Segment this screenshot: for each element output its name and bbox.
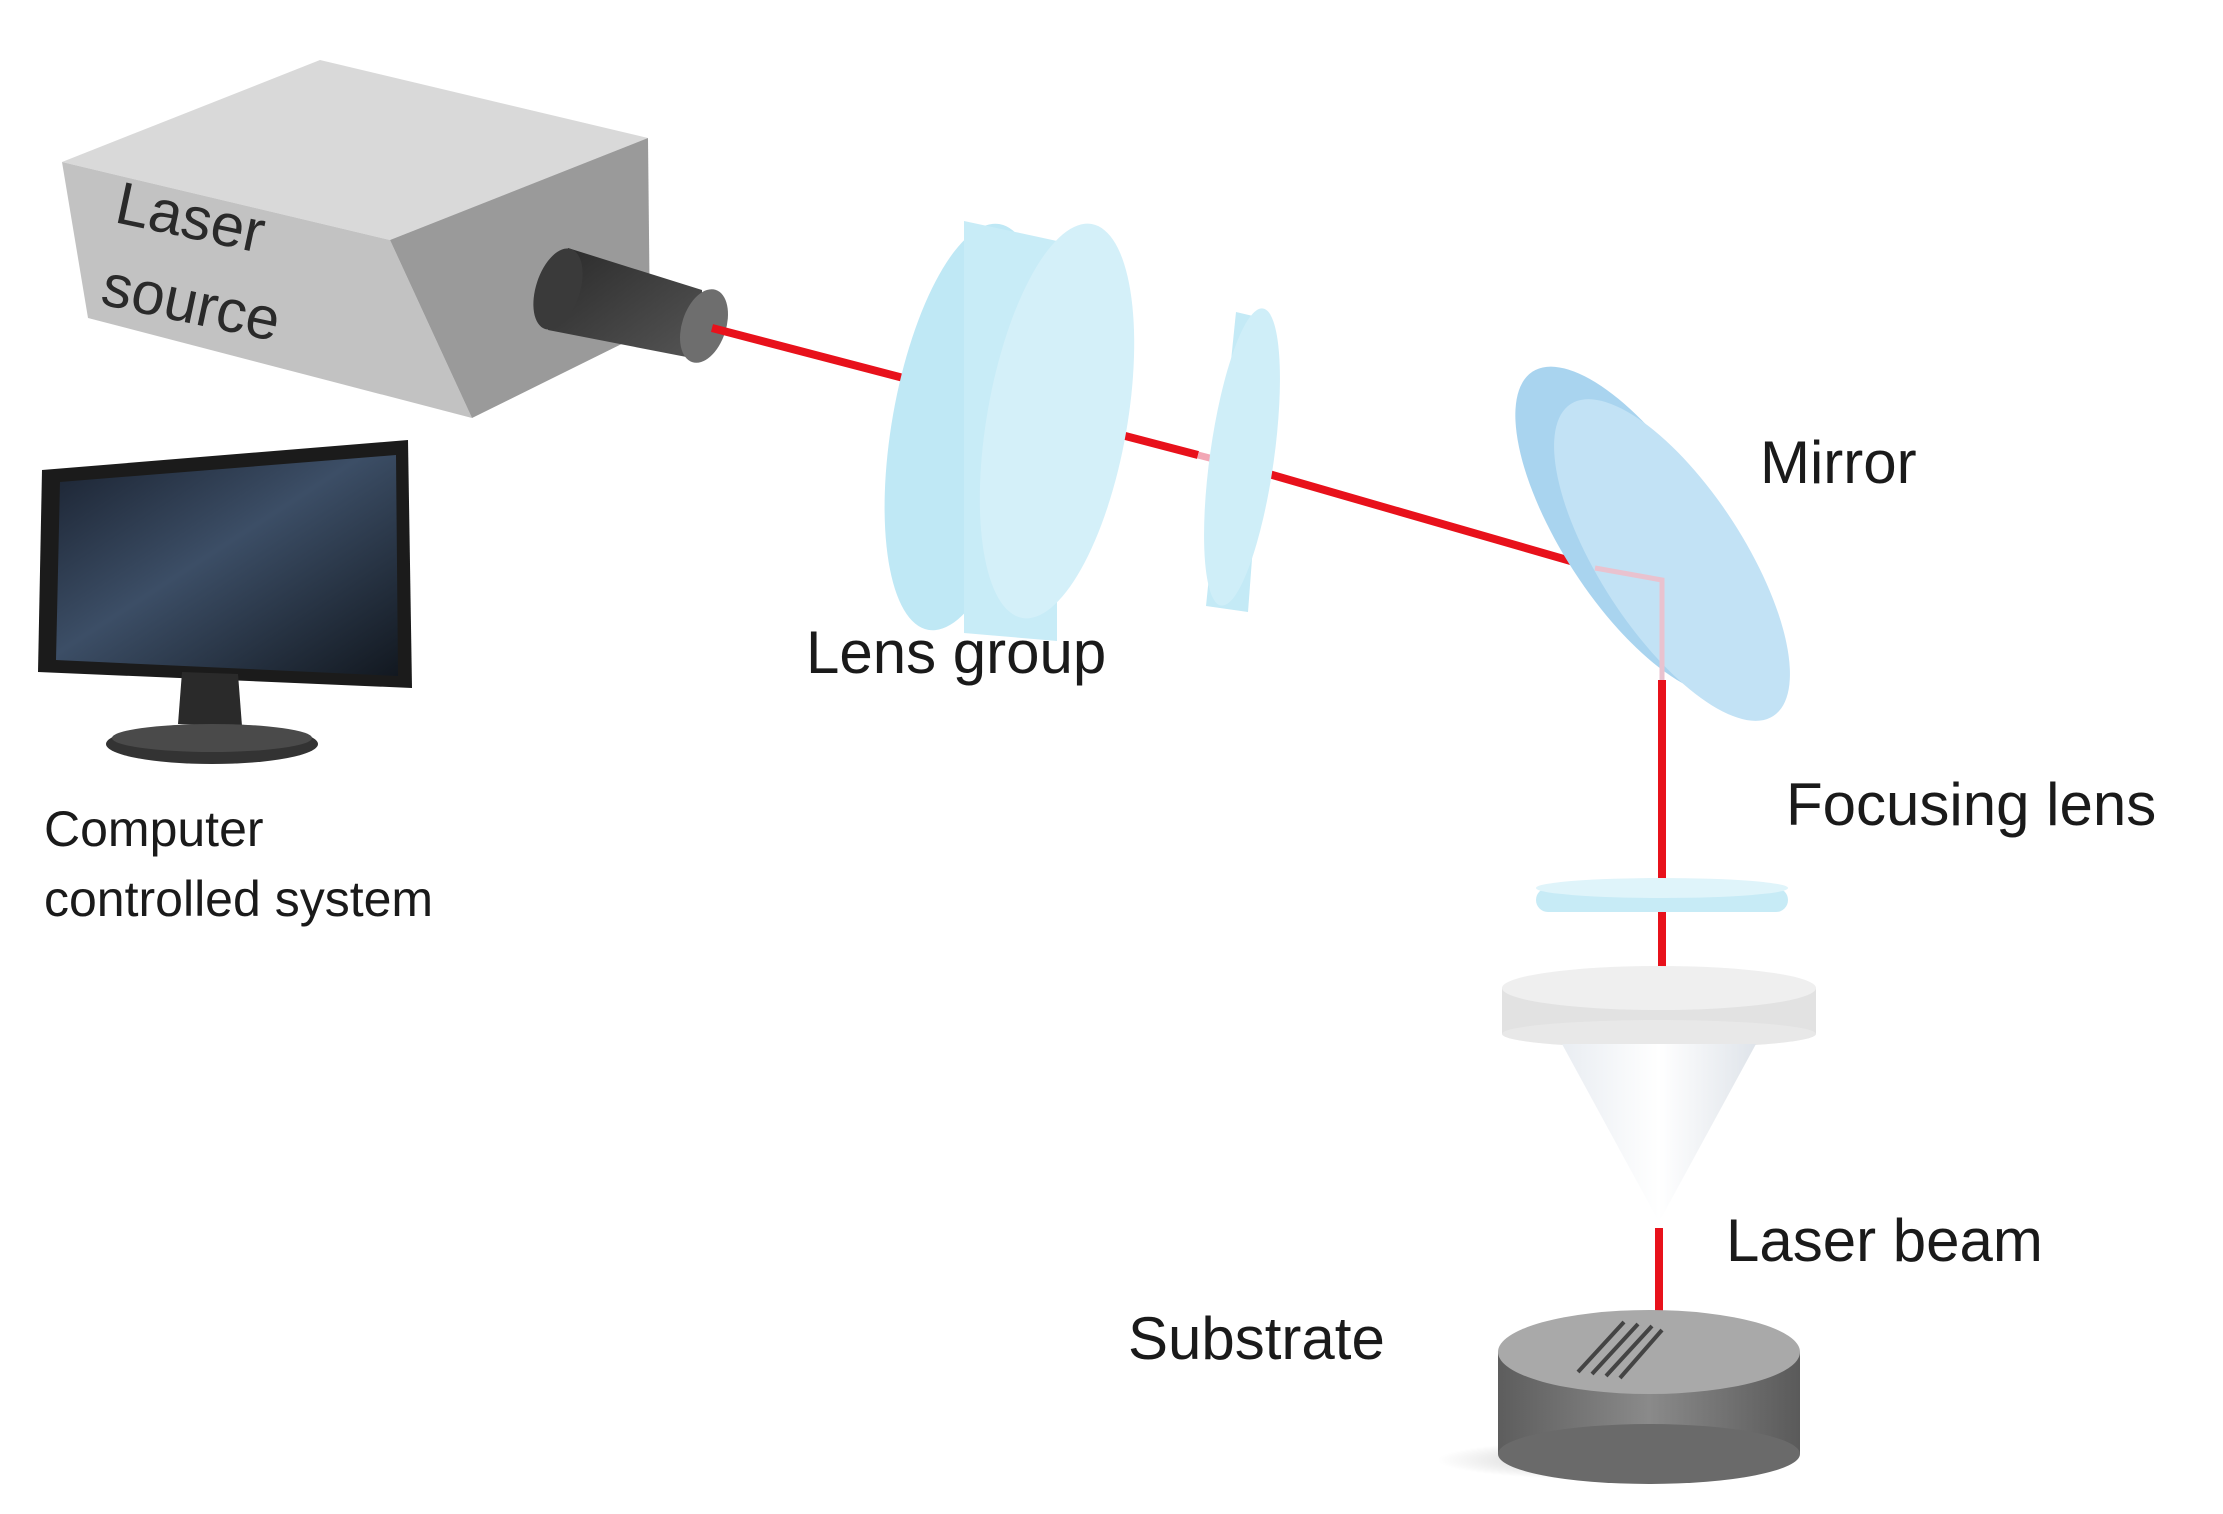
substrate: [1437, 1310, 1800, 1484]
computer-label-line2: controlled system: [44, 871, 434, 927]
beam-segment-1: [710, 324, 917, 385]
laser-box-front: [62, 162, 472, 418]
computer-monitor: [38, 440, 412, 764]
focusing-head: [1502, 966, 1816, 1222]
lens-group: [884, 221, 1280, 641]
substrate-top: [1498, 1310, 1800, 1394]
large-lens-front: [979, 223, 1135, 619]
computer-label-line1: Computer: [44, 801, 264, 857]
laser-beam-path: [710, 324, 1597, 572]
laser-box-side: [390, 138, 650, 418]
beam-cone: [1562, 1044, 1756, 1222]
mirror-front: [1554, 399, 1790, 721]
monitor-screen: [56, 455, 398, 676]
scan-tracks: [1576, 1320, 1664, 1380]
small-lens-front: [1204, 308, 1280, 606]
mirror-label: Mirror: [1760, 429, 1917, 496]
beam-segment-5: [1246, 464, 1597, 572]
laser-box-top: [62, 60, 648, 240]
lens-group-label: Lens group: [806, 619, 1107, 686]
laser-barrel: [533, 248, 728, 363]
mirror-beam-fold: [1594, 565, 1665, 680]
substrate-bottom: [1498, 1424, 1800, 1484]
head-disc-top: [1502, 966, 1816, 1010]
laser-source-box: [62, 60, 650, 418]
substrate-label: Substrate: [1128, 1305, 1385, 1372]
head-disc-bottom: [1502, 1020, 1816, 1048]
focusing-lens-label: Focusing lens: [1786, 771, 2157, 838]
monitor-neck: [178, 672, 242, 726]
mirror: [1515, 366, 1790, 721]
focusing-lens: [1536, 878, 1788, 912]
laser-beam-label: Laser beam: [1726, 1207, 2043, 1274]
